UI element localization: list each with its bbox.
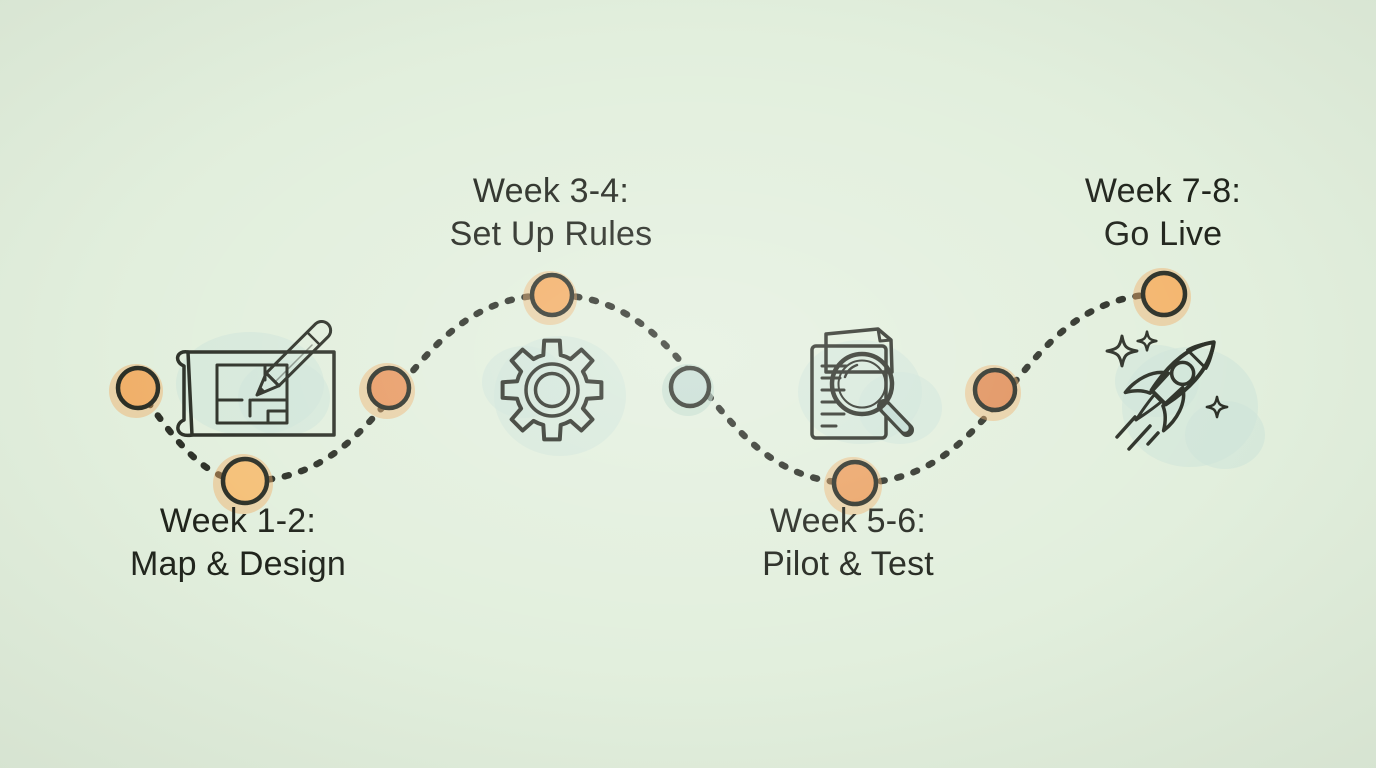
label-week-5-6: Week 5-6: Pilot & Test (648, 500, 1048, 586)
sparkle-icon (1205, 395, 1229, 419)
path-node-2 (220, 456, 270, 506)
dotted-path (134, 290, 1168, 487)
path-node-7 (972, 367, 1018, 413)
document-magnifier-icon (798, 327, 942, 444)
label-line2: Pilot & Test (762, 545, 934, 583)
blueprint-pencil-icon (175, 320, 336, 438)
label-line2: Map & Design (130, 545, 346, 583)
path-node-3 (366, 365, 412, 411)
rocket-icon (1105, 330, 1265, 469)
path-node-4 (529, 272, 575, 318)
label-line2: Set Up Rules (449, 215, 653, 253)
label-line1: Week 3-4: (472, 172, 630, 210)
path-node-8 (1140, 270, 1188, 318)
label-week-1-2: Week 1-2: Map & Design (38, 500, 438, 586)
label-line1: Week 7-8: (1084, 172, 1242, 210)
label-line1: Week 5-6: (769, 502, 927, 540)
gear-icon (482, 336, 626, 456)
sparkle-icon (1105, 334, 1139, 368)
path-node-6 (831, 459, 879, 507)
label-line1: Week 1-2: (159, 502, 317, 540)
speed-lines (1115, 415, 1160, 451)
path-node-1 (115, 365, 161, 411)
label-week-3-4: Week 3-4: Set Up Rules (351, 170, 751, 256)
path-node-5 (668, 365, 712, 409)
label-week-7-8: Week 7-8: Go Live (963, 170, 1363, 256)
sparkle-icon (1136, 330, 1158, 352)
label-line2: Go Live (1103, 215, 1223, 253)
